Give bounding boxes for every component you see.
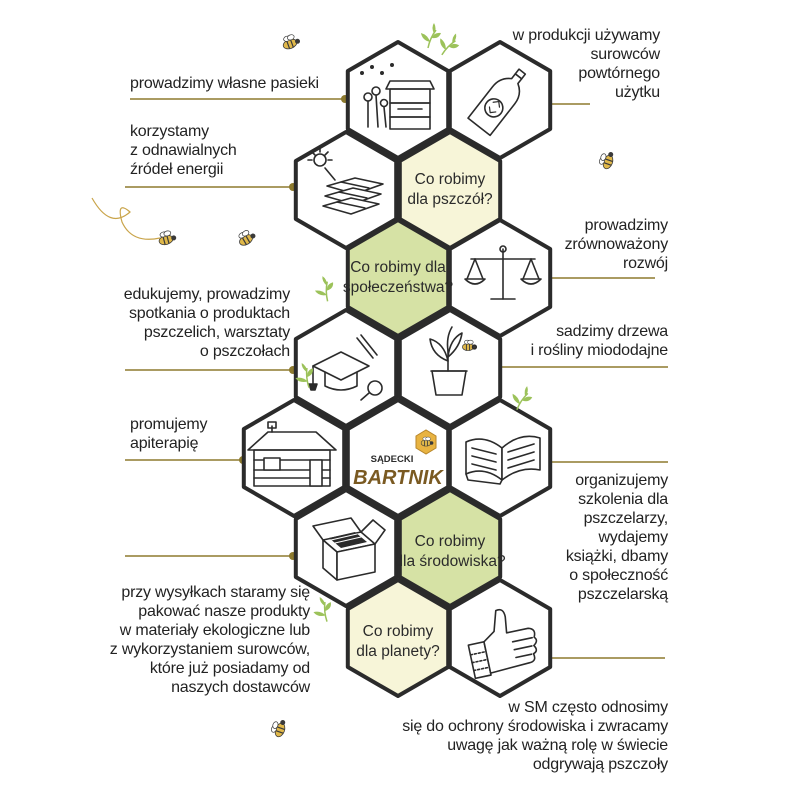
bee-icon [269,716,289,739]
label-planting: sadzimy drzewa i rośliny miododajne [530,323,669,359]
society-question-line2: społeczeństwa? [343,279,454,296]
environment-question-line2: dla środowiska? [394,553,506,570]
cardboard-box-icon [312,517,386,581]
leaf-icon [309,272,341,306]
scales-icon [464,245,542,300]
bee-icon [279,31,303,52]
graduation-cap-icon [308,334,383,401]
hexagon-plant-pot [397,308,503,428]
logo-top-text: SĄDECKI [371,454,414,465]
bees-question-line2: dla pszczół? [407,191,493,208]
beehive-flowers-icon [359,62,435,130]
leaf-icon [420,22,442,49]
label-renewable-energy: korzystamy z odnawialnych źródeł energii [130,123,237,178]
label-sustainable-development: prowadzimy zrównoważony rozwój [564,217,669,272]
connector-lines [125,98,668,659]
label-eco-packaging: przy wysyłkach staramy się pakować nasze… [109,584,310,696]
bee-icon [597,148,617,171]
society-question-line1: Co robimy dla [350,259,446,276]
wooden-hut-icon [247,421,337,487]
label-recycled-materials: w produkcji używamy surowców powtórnego … [512,27,661,101]
environment-question-line1: Co robimy [415,533,486,550]
bee-icon [235,226,258,248]
hexagon-scales [447,218,553,338]
logo-main-text: BARTNIK [353,467,444,489]
recycled-bottle-icon [467,68,527,137]
planet-question-line2: dla planety? [356,643,440,660]
bee-icon [156,228,178,247]
solar-panels-icon [307,147,384,215]
open-book-icon [465,435,541,485]
hexagon-wooden-hut [241,398,347,518]
label-apitherapy: promujemy apiterapię [130,416,208,452]
planet-question-line1: Co robimy [363,623,434,640]
hex-icons [247,62,542,680]
question-texts: Co robimy dla pszczół? Co robimy dla spo… [343,171,506,660]
bees-question-line1: Co robimy [415,171,486,188]
sadecki-bartnik-logo: SĄDECKI BARTNIK [353,429,444,489]
decorative-bees [91,31,617,739]
label-education: edukujemy, prowadzimy spotkania o produk… [123,286,290,360]
thumbs-up-icon [467,608,538,680]
label-beekeeper-training: organizujemy szkolenia dla pszczelarzy, … [565,472,668,603]
label-social-media: w SM często odnosimy się do ochrony środ… [402,699,668,773]
hexagon-environment-question [397,488,503,608]
label-own-apiaries: prowadzimy własne pasieki [130,75,319,92]
bee-flight-path-icon [91,197,161,240]
potted-plant-icon [429,326,478,396]
